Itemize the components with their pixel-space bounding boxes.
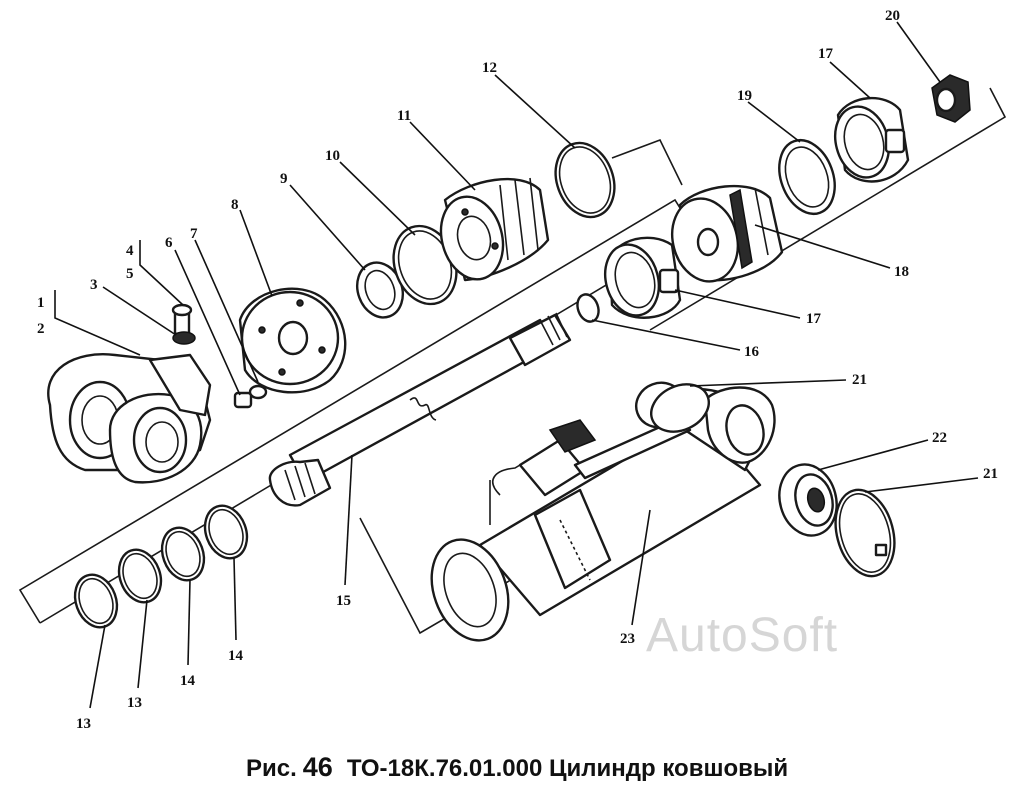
- gland: [439, 177, 550, 282]
- leader-20: [896, 21, 941, 83]
- callout-5: 5: [126, 266, 134, 282]
- callout-23: 23: [620, 631, 635, 647]
- ring-13b-inner: [122, 552, 158, 600]
- leader-15: [344, 454, 353, 586]
- callout-16: 16: [744, 344, 760, 360]
- ring-12-inner: [558, 146, 612, 214]
- leader-10: [339, 161, 416, 236]
- callout-21-lower: 21: [983, 466, 998, 482]
- ring-19: [778, 139, 836, 215]
- callout-14a: 14: [180, 673, 196, 689]
- callout-14b: 14: [228, 648, 244, 664]
- callout-19: 19: [737, 88, 752, 104]
- leader-14a: [187, 579, 191, 666]
- leader-13b: [137, 599, 148, 689]
- callout-17-lower: 17: [806, 311, 822, 327]
- leader-9: [289, 184, 366, 271]
- callout-10: 10: [325, 148, 340, 164]
- ring-14a-inner: [165, 530, 201, 578]
- leader-14b: [233, 557, 237, 641]
- leader-22: [817, 439, 929, 471]
- bushing-17-upper: [834, 97, 910, 183]
- rod-eye: [47, 353, 212, 484]
- ring-16: [576, 293, 600, 323]
- figure-caption: Рис.46 ТО-18К.76.01.000 Цилиндр ковшовый: [246, 752, 788, 783]
- figure-title: ТО-18К.76.01.000 Цилиндр ковшовый: [346, 755, 789, 782]
- leader-21-lower: [864, 477, 979, 493]
- leader-1-2: [54, 290, 141, 356]
- piston: [671, 184, 784, 283]
- leader-13a: [89, 624, 106, 709]
- flange: [238, 287, 347, 394]
- figure-prefix: Рис.: [246, 755, 297, 782]
- callout-13b: 13: [127, 695, 142, 711]
- leader-6: [174, 249, 241, 396]
- leader-23: [631, 509, 651, 626]
- ring-21-upper: [650, 383, 710, 433]
- callout-12: 12: [482, 60, 497, 76]
- callout-22: 22: [932, 430, 947, 446]
- assembly-outline-top: [611, 138, 683, 186]
- leader-3: [102, 286, 177, 336]
- callout-13a: 13: [76, 716, 91, 732]
- watermark: AutoSoft: [646, 609, 839, 662]
- leader-7: [194, 239, 259, 383]
- callout-17-upper: 17: [818, 46, 834, 62]
- callout-8: 8: [231, 197, 239, 213]
- ring-14b-inner: [208, 508, 244, 556]
- leader-18: [754, 224, 891, 269]
- castle-nut: [931, 74, 971, 123]
- piston-rod: [268, 312, 572, 507]
- leader-17-upper: [829, 61, 871, 99]
- leader-8: [239, 209, 273, 297]
- callout-18: 18: [894, 264, 909, 280]
- callout-4: 4: [126, 243, 134, 259]
- seal-ring-9-inner: [364, 269, 396, 311]
- leader-12: [494, 74, 576, 149]
- callout-2: 2: [37, 321, 45, 337]
- leader-17-lower: [674, 289, 801, 319]
- callout-20: 20: [885, 8, 900, 24]
- leader-21-upper: [689, 379, 847, 387]
- callout-3: 3: [90, 277, 98, 293]
- callout-6: 6: [165, 235, 173, 251]
- grease-screw: [233, 384, 268, 409]
- callout-7: 7: [190, 226, 198, 242]
- leader-16: [591, 319, 741, 351]
- bushing-17-lower: [604, 236, 682, 319]
- ring-19-inner: [784, 146, 830, 208]
- figure-number: 46: [302, 752, 333, 782]
- leader-4-5: [139, 240, 184, 306]
- cylinder-body: [430, 381, 776, 642]
- leader-11: [409, 121, 476, 191]
- callout-9: 9: [280, 171, 288, 187]
- bearing: [778, 463, 838, 537]
- callout-11: 11: [397, 108, 411, 124]
- callout-15: 15: [336, 593, 351, 609]
- callout-1: 1: [37, 295, 45, 311]
- callout-21-upper: 21: [852, 372, 867, 388]
- bolt: [171, 303, 196, 345]
- circlip: [834, 488, 896, 578]
- ring-13a-inner: [78, 577, 114, 625]
- leader-19: [747, 101, 801, 143]
